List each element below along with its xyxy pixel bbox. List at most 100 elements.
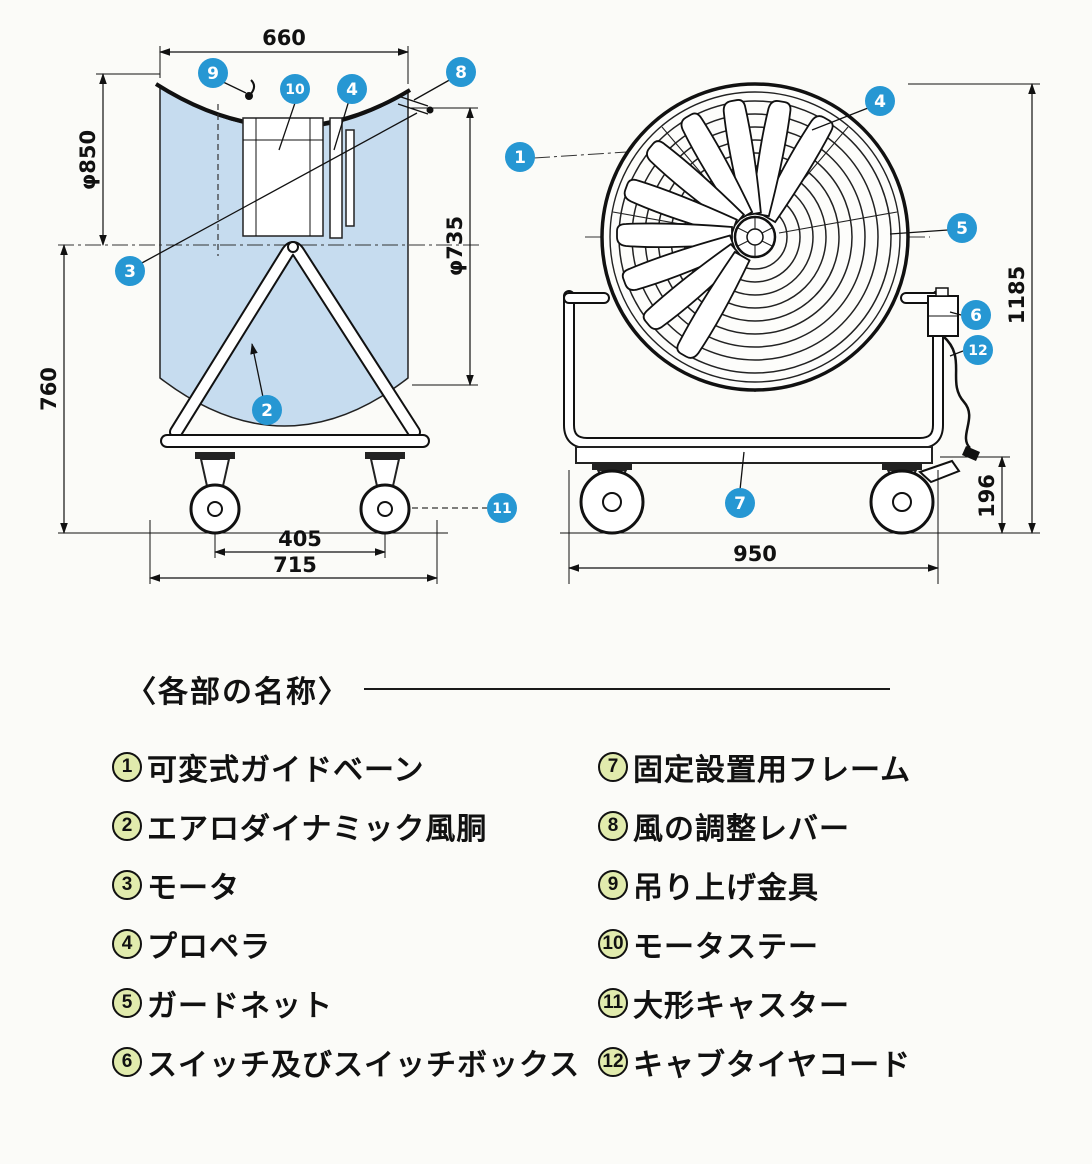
part-name: 固定設置用フレーム: [633, 753, 912, 787]
part-number-badge: 7: [598, 751, 628, 782]
svg-text:11: 11: [492, 501, 511, 517]
part-number-badge: 9: [598, 869, 628, 900]
svg-text:1: 1: [514, 148, 526, 168]
svg-text:4: 4: [346, 80, 358, 100]
fan-rim-inner: [609, 91, 901, 383]
callout-8: 8: [446, 57, 476, 87]
dim-715-label: 715: [273, 553, 317, 577]
dim-405-label: 405: [278, 527, 322, 551]
legend-column-left: 1 可変式ガイドベーン 2 エアロダイナミック風胴 3 モータ 4 プロペラ 5…: [112, 737, 598, 1091]
brake-pedal: [918, 459, 961, 484]
part-number-badge: 5: [112, 987, 142, 1018]
legend-item-4: 4 プロペラ: [112, 914, 598, 973]
dim-735-label: φ735: [443, 216, 467, 276]
caster-front-right: [869, 459, 961, 535]
side-view: 660 φ850 760 φ735 405 715: [37, 26, 659, 584]
dim-850: φ850: [76, 73, 160, 246]
part-number-badge: 3: [112, 869, 142, 900]
support-frame-side: [160, 241, 430, 448]
propeller-blade: [751, 100, 792, 218]
svg-text:4: 4: [874, 92, 886, 112]
svg-text:3: 3: [124, 262, 136, 282]
legend-column-right: 7 固定設置用フレーム 8 風の調整レバー 9 吊り上げ金具 10 モータステー…: [598, 737, 911, 1091]
caster-side-right: [359, 452, 411, 535]
propeller-front: [616, 99, 834, 359]
legend-columns: 1 可変式ガイドベーン 2 エアロダイナミック風胴 3 モータ 4 プロペラ 5…: [112, 737, 1092, 1091]
fan-technical-drawing: 660 φ850 760 φ735 405 715: [37, 26, 1040, 584]
part-number-badge: 10: [598, 928, 628, 959]
svg-text:2: 2: [261, 401, 273, 421]
dim-1185: 1185: [908, 83, 1040, 534]
part-number-badge: 12: [598, 1046, 628, 1077]
callout-5: 5: [947, 213, 977, 243]
part-name: モータ: [147, 871, 240, 905]
svg-text:8: 8: [455, 63, 467, 83]
dim-660: 660: [159, 26, 409, 84]
legend-item-1: 1 可変式ガイドベーン: [112, 737, 598, 796]
svg-text:7: 7: [734, 494, 746, 514]
stand-frame-front: [563, 290, 944, 449]
legend-item-2: 2 エアロダイナミック風胴: [112, 796, 598, 855]
callout-1: 1: [505, 142, 535, 172]
dim-660-label: 660: [262, 26, 306, 50]
part-number-badge: 1: [112, 751, 142, 782]
callout-4-side: 4: [337, 74, 367, 104]
dim-950-label: 950: [733, 542, 777, 566]
part-name: ガードネット: [147, 989, 333, 1023]
dim-850-label: φ850: [76, 130, 100, 190]
legend-rule: [364, 688, 890, 690]
propeller-side: [329, 117, 355, 239]
parts-legend: 〈各部の名称〉 1 可変式ガイドベーン 2 エアロダイナミック風胴 3 モータ …: [0, 625, 1092, 1091]
part-name: キャブタイヤコード: [633, 1048, 912, 1082]
dim-715: 715: [149, 520, 438, 584]
switch-box: [927, 287, 959, 337]
dim-405: 405: [214, 527, 386, 558]
lift-hook: [245, 79, 255, 100]
callout-4-front: 4: [865, 86, 895, 116]
propeller-blade: [616, 222, 733, 249]
dim-760: 760: [37, 244, 68, 534]
propeller-blade: [621, 234, 737, 291]
callout-9: 9: [198, 58, 228, 88]
legend-title: 〈各部の名称〉: [126, 676, 350, 709]
propeller-blade: [759, 115, 834, 224]
svg-text:9: 9: [207, 64, 219, 84]
propeller-blade: [646, 140, 746, 229]
front-view: 1185 196 950: [560, 82, 1040, 584]
part-number-badge: 11: [598, 987, 628, 1018]
fan-hub: [733, 215, 777, 259]
svg-text:5: 5: [956, 219, 968, 239]
part-name: プロペラ: [147, 930, 271, 964]
callout-2: 2: [252, 395, 282, 425]
part-name: 大形キャスター: [633, 989, 850, 1023]
callout-12: 12: [963, 335, 993, 365]
legend-item-11: 11 大形キャスター: [598, 973, 911, 1032]
dim-735: φ735: [408, 107, 478, 386]
propeller-blade: [642, 242, 744, 330]
part-name: 風の調整レバー: [633, 812, 850, 846]
part-name: エアロダイナミック風胴: [147, 812, 488, 846]
part-number-badge: 8: [598, 810, 628, 841]
callout-balloons: 9 10 4 8 1 3 2 11 4 5 6 12 7: [115, 57, 993, 523]
pivot-bolt: [287, 241, 299, 253]
caster-side-left: [189, 452, 241, 535]
svg-text:10: 10: [285, 82, 305, 98]
legend-item-5: 5 ガードネット: [112, 973, 598, 1032]
base-bar: [575, 446, 933, 464]
legend-header: 〈各部の名称〉: [126, 667, 890, 711]
legend-item-8: 8 風の調整レバー: [598, 796, 911, 855]
part-name: スイッチ及びスイッチボックス: [147, 1048, 581, 1082]
front-leader-lines: [739, 107, 964, 491]
callout-10: 10: [280, 74, 310, 104]
legend-item-9: 9 吊り上げ金具: [598, 855, 911, 914]
legend-item-3: 3 モータ: [112, 855, 598, 914]
callout-6: 6: [961, 300, 991, 330]
dim-950: 950: [568, 470, 939, 584]
motor-stay: [242, 117, 324, 237]
svg-text:6: 6: [970, 306, 982, 326]
legend-item-10: 10 モータステー: [598, 914, 911, 973]
legend-item-12: 12 キャブタイヤコード: [598, 1032, 911, 1091]
callout-3: 3: [115, 256, 145, 286]
part-name: モータステー: [633, 930, 819, 964]
